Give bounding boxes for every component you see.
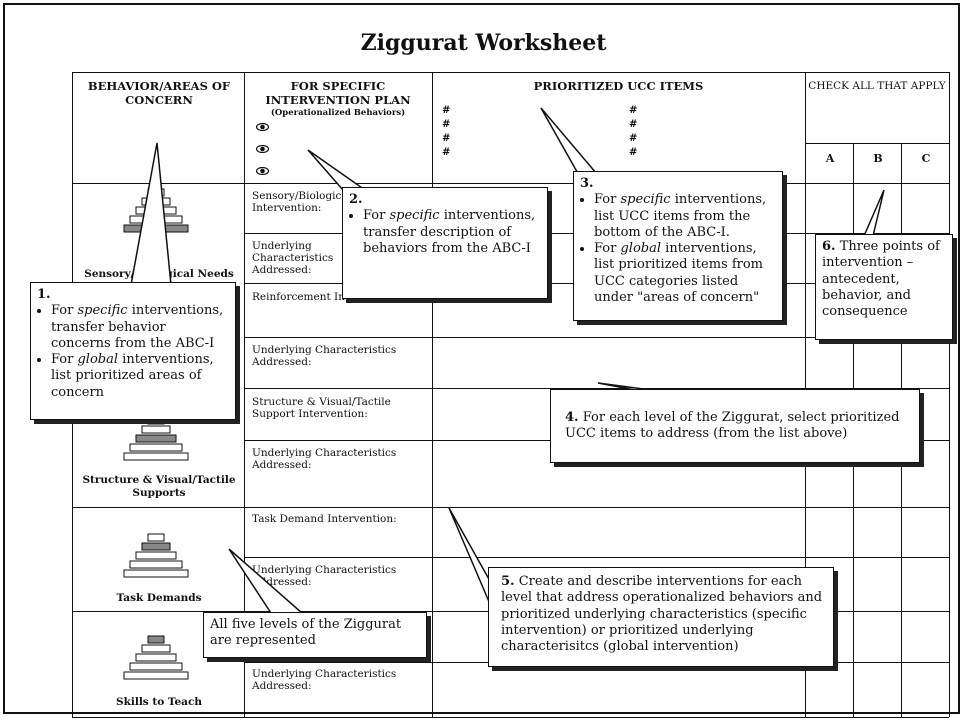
- callout-3-bullet-global: For global interventions, list prioritiz…: [594, 241, 776, 306]
- row-divider-4: [244, 388, 949, 389]
- callout-5-pointer: [448, 507, 491, 605]
- callout-1-pointer: [130, 142, 172, 286]
- table-right-border: [949, 72, 950, 717]
- callout-5: 5. Create and describe interventions for…: [488, 567, 834, 667]
- callout-2-pointer: [307, 149, 368, 191]
- hash-mark: #: [442, 147, 451, 158]
- cell-structure-intervention: Structure & Visual/Tactile Support Inter…: [252, 396, 391, 421]
- callout-1-bullet-global: For global interventions, list prioritiz…: [51, 352, 229, 401]
- cell-task-intervention: Task Demand Intervention:: [252, 513, 397, 525]
- hash-mark: #: [442, 119, 451, 130]
- hash-mark: #: [629, 147, 638, 158]
- hash-mark: #: [629, 119, 638, 130]
- header-behavior: BEHAVIOR/AREAS OF CONCERN: [87, 79, 231, 107]
- callout-levels-represented: All five levels of the Ziggurat are repr…: [203, 612, 427, 658]
- table-bottom-border: [72, 717, 949, 718]
- callout-3-number: 3.: [580, 176, 594, 191]
- row-divider-6: [244, 557, 949, 558]
- hash-mark: #: [629, 105, 638, 116]
- header-plan: FOR SPECIFIC INTERVENTION PLAN (Operatio…: [252, 79, 424, 118]
- col-divider-2: [432, 72, 433, 717]
- callout-1-number: 1.: [37, 287, 51, 302]
- col-divider-1: [244, 72, 245, 717]
- hash-mark: #: [629, 133, 638, 144]
- callout-3: 3. For specific interventions, list UCC …: [573, 171, 783, 321]
- callout-6-pointer: [862, 189, 885, 237]
- eye-icon: [256, 145, 269, 153]
- level-divider-task: [72, 507, 949, 508]
- callout-1-bullet-specific: For specific interventions, transfer beh…: [51, 303, 229, 352]
- callout-5-text: Create and describe interventions for ea…: [501, 574, 823, 654]
- callout-4-text: For each level of the Ziggurat, select p…: [565, 410, 900, 442]
- callout-2: 2. For specific interventions, transfer …: [342, 187, 548, 299]
- callout-2-number: 2.: [349, 192, 363, 207]
- callout-6-text: Three points of intervention – anteceden…: [822, 239, 940, 319]
- level-label-task: Task Demands: [116, 592, 202, 604]
- header-ucc: PRIORITIZED UCC ITEMS: [533, 79, 704, 93]
- ziggurat-icon: [123, 635, 189, 680]
- ziggurat-icon: [123, 416, 189, 461]
- callout-4-number: 4.: [565, 410, 579, 425]
- callout-6-number: 6.: [822, 239, 836, 254]
- callout-5-number: 5.: [501, 574, 515, 589]
- ziggurat-icon: [123, 533, 189, 578]
- callout-7-pointer: [228, 548, 304, 614]
- page-frame: [3, 3, 960, 714]
- eye-icon: [256, 123, 269, 131]
- hash-mark: #: [442, 133, 451, 144]
- callout-levels-text: All five levels of the Ziggurat are repr…: [210, 617, 402, 649]
- header-bottom-line: [72, 183, 949, 184]
- callout-4: 4. For each level of the Ziggurat, selec…: [550, 389, 920, 463]
- header-plan-title: FOR SPECIFIC INTERVENTION PLAN: [265, 79, 411, 107]
- header-col-b: B: [873, 152, 883, 165]
- table-top-border: [72, 72, 949, 73]
- header-plan-subtitle: (Operationalized Behaviors): [270, 107, 406, 118]
- callout-3-bullet-specific: For specific interventions, list UCC ite…: [594, 192, 776, 241]
- cell-underlying-3: Underlying Characteristics Addressed:: [252, 447, 397, 472]
- check-header-line: [805, 143, 949, 144]
- header-col-a: A: [825, 152, 835, 165]
- level-label-structure: Structure & Visual/Tactile Supports: [82, 474, 236, 499]
- callout-2-bullet: For specific interventions, transfer des…: [363, 208, 541, 257]
- cell-underlying-1: Underlying Characteristics Addressed:: [252, 240, 334, 277]
- cell-sensory-intervention: Sensory/Biological Intervention:: [252, 190, 352, 215]
- hash-list-left: # # # #: [442, 104, 450, 160]
- row-divider-3: [244, 337, 949, 338]
- level-label-skills: Skills to Teach: [115, 696, 203, 708]
- page-title: Ziggurat Worksheet: [360, 30, 607, 56]
- header-check: CHECK ALL THAT APPLY: [808, 80, 946, 92]
- hash-list-right: # # # #: [629, 104, 637, 160]
- cell-underlying-2: Underlying Characteristics Addressed:: [252, 344, 397, 369]
- hash-mark: #: [442, 105, 451, 116]
- header-col-c: C: [921, 152, 931, 165]
- cell-underlying-5: Underlying Characteristics Addressed:: [252, 668, 397, 693]
- callout-1: 1. For specific interventions, transfer …: [30, 282, 236, 420]
- callout-6: 6. Three points of intervention – antece…: [815, 234, 953, 340]
- eye-icon: [256, 167, 269, 175]
